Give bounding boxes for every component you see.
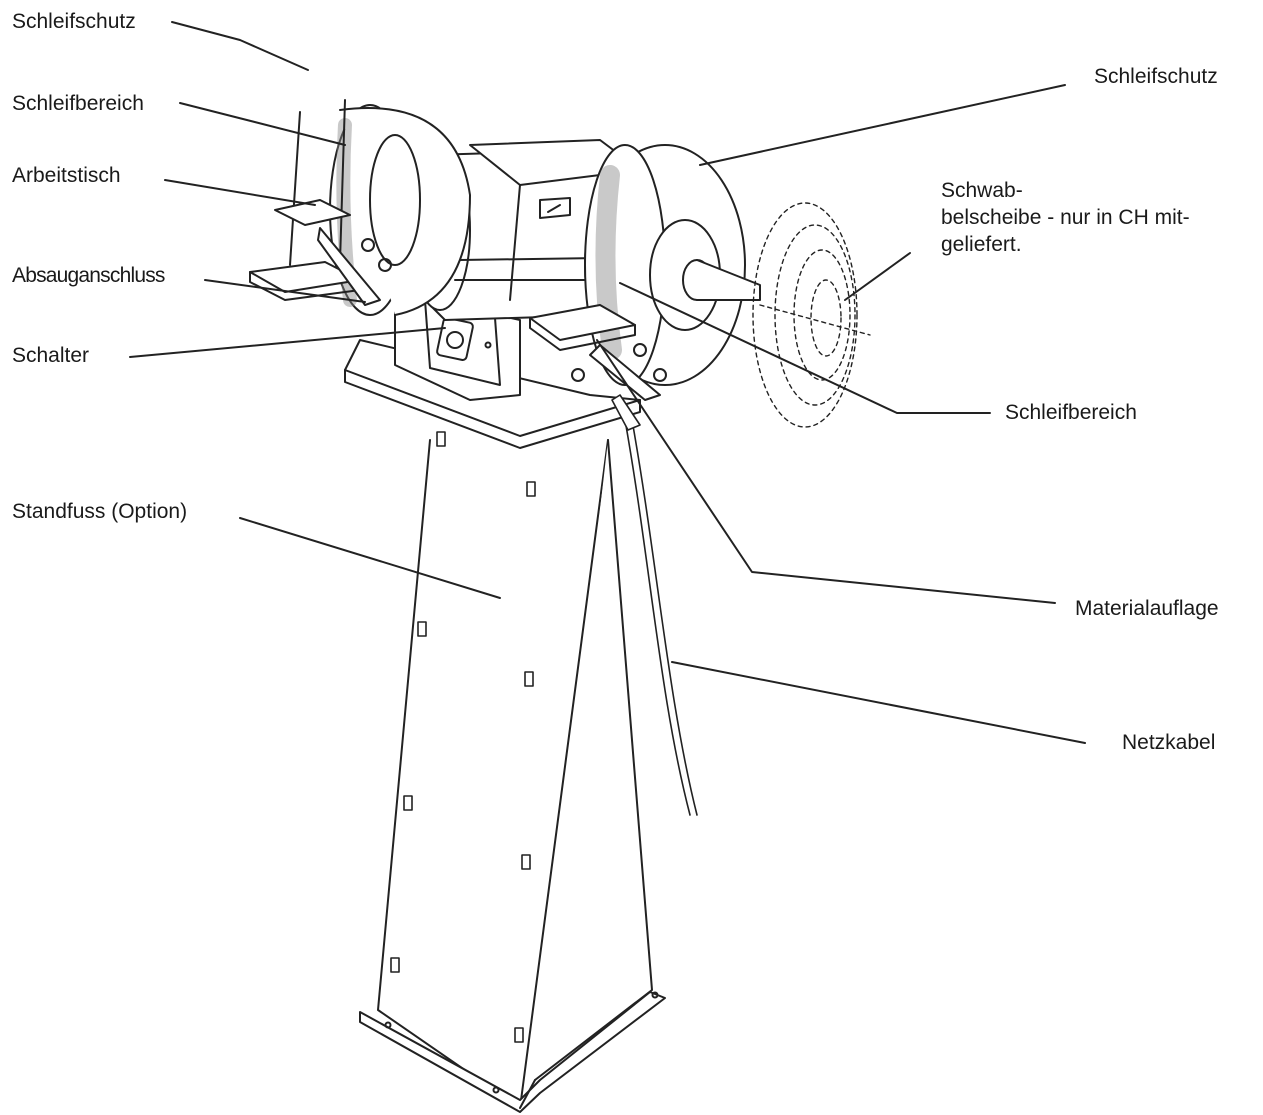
label-schleifschutz-right: Schleifschutz: [1094, 65, 1218, 88]
label-standfuss: Standfuss (Option): [12, 500, 188, 523]
label-schleifschutz-left: Schleifschutz: [12, 10, 136, 33]
buffing-wheel: [752, 202, 871, 428]
power-cable: [611, 394, 698, 816]
left-work-rest: [274, 199, 392, 306]
label-schwabbelscheibe-line-1: Schwab-: [941, 179, 1023, 202]
leader-lines: [129, 21, 1086, 744]
label-schleifbereich-right: Schleifbereich: [1005, 401, 1137, 424]
pedestal-stand: [359, 431, 666, 1113]
label-schleifbereich-left: Schleifbereich: [12, 92, 144, 115]
label-arbeitstisch: Arbeitstisch: [12, 164, 121, 187]
label-schwabbelscheibe-line-3: geliefert.: [941, 233, 1022, 256]
label-absauganschluss: Absauganschluss: [12, 264, 165, 287]
label-materialauflage: Materialauflage: [1075, 597, 1219, 620]
left-eye-shield: [249, 99, 361, 301]
right-work-rest: [529, 304, 667, 401]
label-schalter: Schalter: [12, 344, 90, 367]
right-wheel: [584, 144, 761, 386]
label-netzkabel: Netzkabel: [1122, 731, 1216, 754]
label-schwabbelscheibe: Schwab- belscheibe - nur in CH mit- geli…: [941, 177, 1190, 258]
label-schwabbelscheibe-line-2: belscheibe - nur in CH mit-: [941, 206, 1190, 229]
